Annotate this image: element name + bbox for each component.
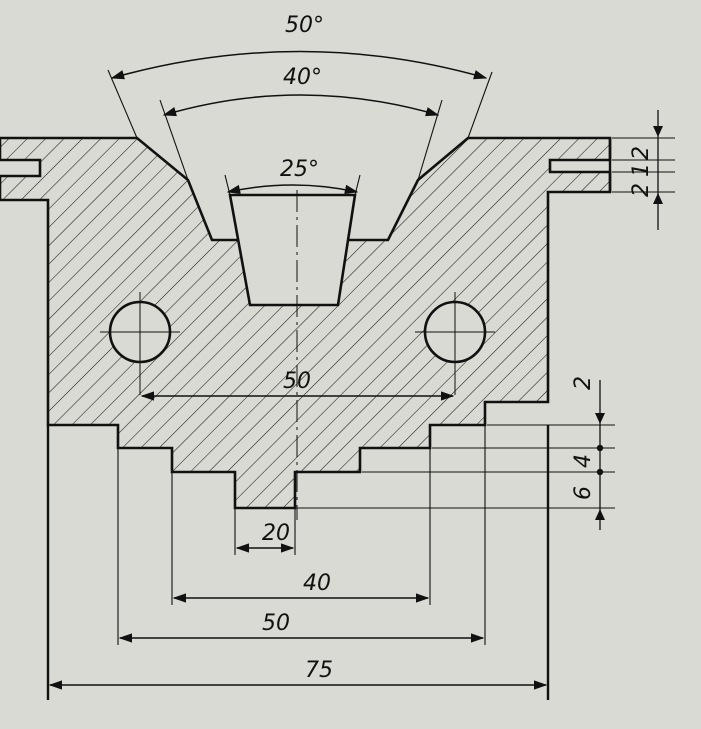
angle-50-arc (110, 50, 488, 80)
slot-arrow-bottom (653, 193, 663, 204)
overall-width-label: 75 (305, 658, 333, 683)
step-dim-6-label: 6 (571, 486, 596, 500)
tapered-pocket (228, 193, 357, 307)
step-dim-2-label: 2 (571, 376, 596, 390)
slot-dim-2-label: 2 (629, 146, 654, 160)
angle-25-arc (226, 184, 359, 195)
step-dim-4-label: 4 (571, 454, 596, 468)
angle-50-label: 50° (285, 13, 324, 38)
step-arrow-1 (595, 413, 605, 424)
outline-steps (46, 138, 612, 700)
step-arrow-2 (595, 509, 605, 520)
angle-40-arc (162, 94, 440, 117)
width-40-label: 40 (303, 571, 331, 596)
step-extensions (297, 424, 615, 509)
slot-dim-1-label: 1 (629, 163, 654, 177)
step-dot-2 (596, 468, 604, 476)
width-extensions (117, 425, 486, 645)
width-20-label: 20 (262, 521, 290, 546)
step-dot-1 (596, 444, 604, 452)
angle-25-label: 25° (280, 157, 319, 182)
hole-spacing-label: 50 (283, 369, 311, 394)
center-lines (100, 190, 495, 520)
slot-dim-2b-label: 2 (629, 183, 654, 197)
width-50-label: 50 (262, 611, 290, 636)
angle-40-label: 40° (283, 65, 322, 90)
slot-extensions (612, 137, 675, 193)
slot-arrow-top (653, 126, 663, 137)
section-body (0, 136, 612, 510)
